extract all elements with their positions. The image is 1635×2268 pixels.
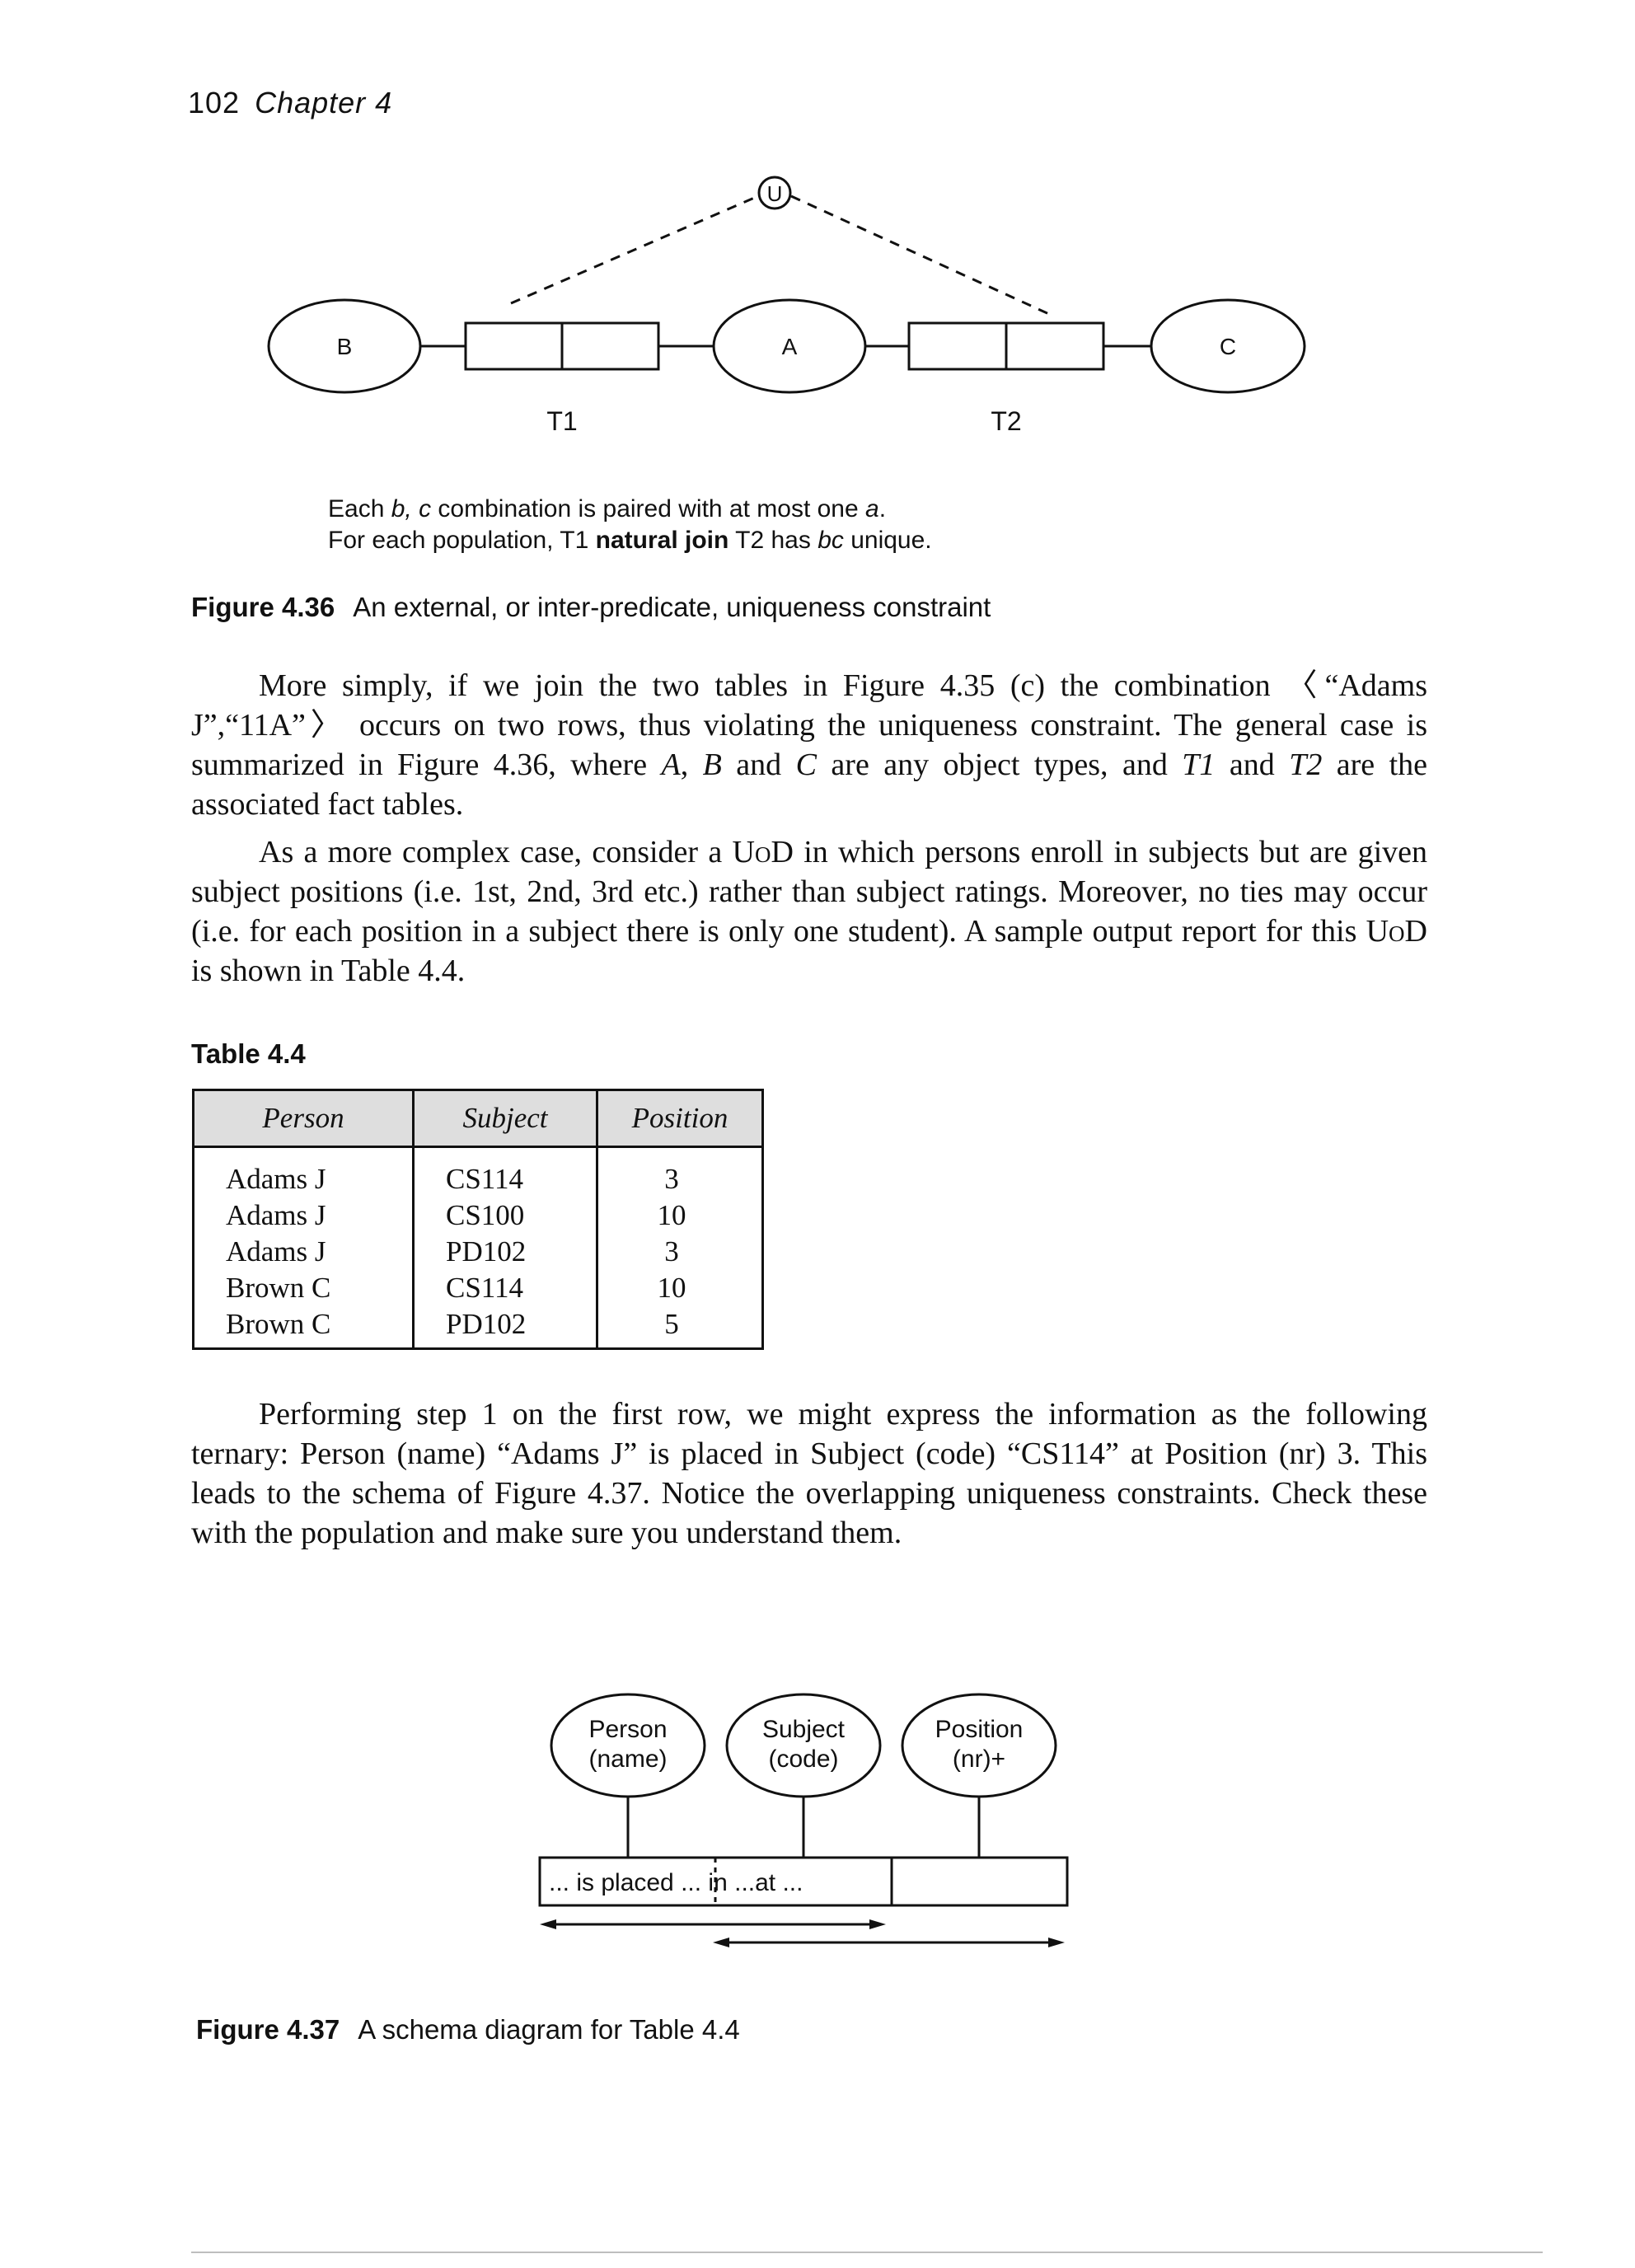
arrowhead-right-icon [1048, 1938, 1065, 1947]
entity-name-subject: Subject [762, 1716, 846, 1743]
table-header-row: Person Subject Position [192, 1089, 764, 1148]
dashed-link-t2 [790, 194, 1052, 316]
cell-position: 10 [596, 1270, 764, 1306]
cell-subject: CS114 [412, 1270, 598, 1306]
table-row: Brown C PD102 5 [192, 1306, 764, 1349]
dashed-link-t1 [510, 194, 759, 305]
column-header-position: Position [596, 1089, 764, 1148]
fact-t2-role-2 [1005, 321, 1105, 371]
arrowhead-left-icon [713, 1938, 729, 1947]
cell-person: Brown C [192, 1270, 415, 1306]
paragraph-3: Performing step 1 on the first row, we m… [191, 1397, 1427, 1550]
cell-subject: CS100 [412, 1197, 598, 1234]
entity-ref-person: (name) [588, 1746, 667, 1773]
paragraph-1: More simply, if we join the two tables i… [191, 668, 1428, 822]
cell-person: Brown C [192, 1306, 415, 1349]
fact-t2-role-1 [907, 321, 1008, 371]
arrowhead-left-icon [540, 1919, 556, 1929]
entity-name-position: Position [935, 1716, 1024, 1743]
u-label: U [767, 181, 783, 206]
column-header-person: Person [192, 1089, 415, 1148]
table-row: Adams J CS114 3 [192, 1146, 764, 1197]
node-label-a: A [782, 334, 798, 359]
entity-ref-subject: (code) [768, 1746, 838, 1773]
node-label-c: C [1220, 334, 1236, 359]
entity-subject [725, 1693, 882, 1798]
fact-t1-role-2 [560, 321, 660, 371]
fact-label-t2: T2 [991, 406, 1021, 436]
cell-person: Adams J [192, 1197, 415, 1234]
cell-subject: PD102 [412, 1234, 598, 1270]
table-title: Table 4.4 [191, 1038, 306, 1069]
column-header-subject: Subject [412, 1089, 598, 1148]
fact-t1-role-1 [464, 321, 564, 371]
cell-position: 10 [596, 1197, 764, 1234]
entity-ref-position: (nr)+ [953, 1746, 1005, 1773]
entity-person [550, 1693, 706, 1798]
table-row: Adams J PD102 3 [192, 1234, 764, 1270]
fact-label-t1: T1 [546, 406, 577, 436]
paragraph-2: As a more complex case, consider a UoD i… [191, 835, 1427, 988]
cell-person: Adams J [192, 1234, 415, 1270]
running-head: 102 Chapter 4 [188, 86, 392, 120]
page-bottom-rule [191, 2252, 1543, 2253]
cell-position: 3 [596, 1234, 764, 1270]
table-row: Adams J CS100 10 [192, 1197, 764, 1234]
figure-note-2: For each population, T1 natural join T2 … [328, 527, 932, 554]
cell-position: 3 [596, 1146, 764, 1197]
chapter-label: Chapter 4 [255, 86, 393, 119]
page-number: 102 [188, 86, 241, 119]
entity-position [901, 1693, 1057, 1798]
entity-name-person: Person [588, 1716, 667, 1743]
data-table: Person Subject Position Adams J CS114 3 … [192, 1089, 764, 1350]
external-uniqueness-circle [757, 176, 792, 210]
predicate-text: ... is placed ... in ...at ... [549, 1869, 803, 1896]
cell-subject: PD102 [412, 1306, 598, 1349]
object-type-c [1150, 298, 1306, 394]
figure-note-1: Each b, c combination is paired with at … [328, 495, 887, 522]
figure-4-36-diagram: U B A C T1 T2 [267, 176, 1306, 436]
cell-position: 5 [596, 1306, 764, 1349]
table-row: Brown C CS114 10 [192, 1270, 764, 1306]
arrowhead-right-icon [869, 1919, 886, 1929]
predicate-box [538, 1856, 1069, 1907]
node-label-b: B [337, 334, 353, 359]
cell-person: Adams J [192, 1146, 415, 1197]
cell-subject: CS114 [412, 1146, 598, 1197]
